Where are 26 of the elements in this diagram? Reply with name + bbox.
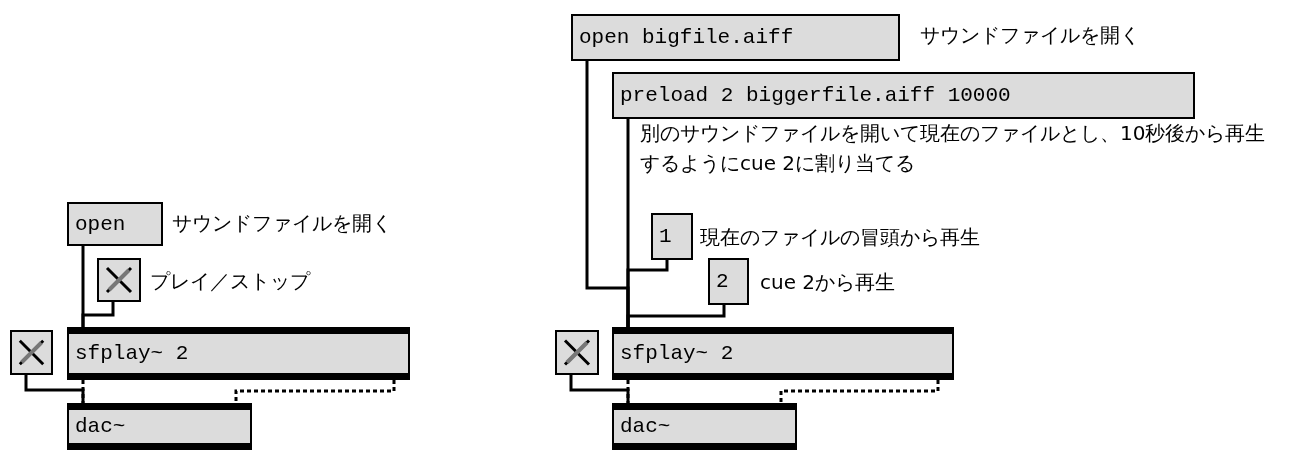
message-box: preload 2 biggerfile.aiff 10000 <box>612 72 1195 119</box>
object-box: dac~ <box>67 403 252 450</box>
toggle-box <box>10 330 53 375</box>
patch-cord <box>626 305 726 327</box>
comment-text: プレイ／ストップ <box>150 268 310 295</box>
patch-cord <box>81 302 115 327</box>
comment-text: サウンドファイルを開く <box>172 210 392 237</box>
signal-patch-cord <box>81 380 85 403</box>
object-box: sfplay~ 2 <box>612 327 954 380</box>
comment-text: 別のサウンドファイルを開いて現在のファイルとし、10秒後から再生するようにcue 2に割り当てる <box>640 120 1267 177</box>
object-box: sfplay~ 2 <box>67 327 410 380</box>
message-box: 1 <box>651 213 693 260</box>
comment-text: サウンドファイルを開く <box>920 22 1140 49</box>
signal-patch-cord <box>626 380 630 403</box>
toggle-box <box>555 330 599 375</box>
object-box: dac~ <box>612 403 797 450</box>
signal-patch-cord <box>779 380 940 403</box>
patch-cord <box>569 375 630 403</box>
toggle-box <box>97 258 141 302</box>
message-box: open <box>67 202 163 246</box>
patch-cord <box>24 375 85 403</box>
signal-patch-cord <box>234 380 396 403</box>
message-box: open bigfile.aiff <box>571 14 900 61</box>
comment-text: 現在のファイルの冒頭から再生 <box>700 224 980 251</box>
comment-text: cue 2から再生 <box>760 269 896 296</box>
message-box: 2 <box>708 258 749 305</box>
